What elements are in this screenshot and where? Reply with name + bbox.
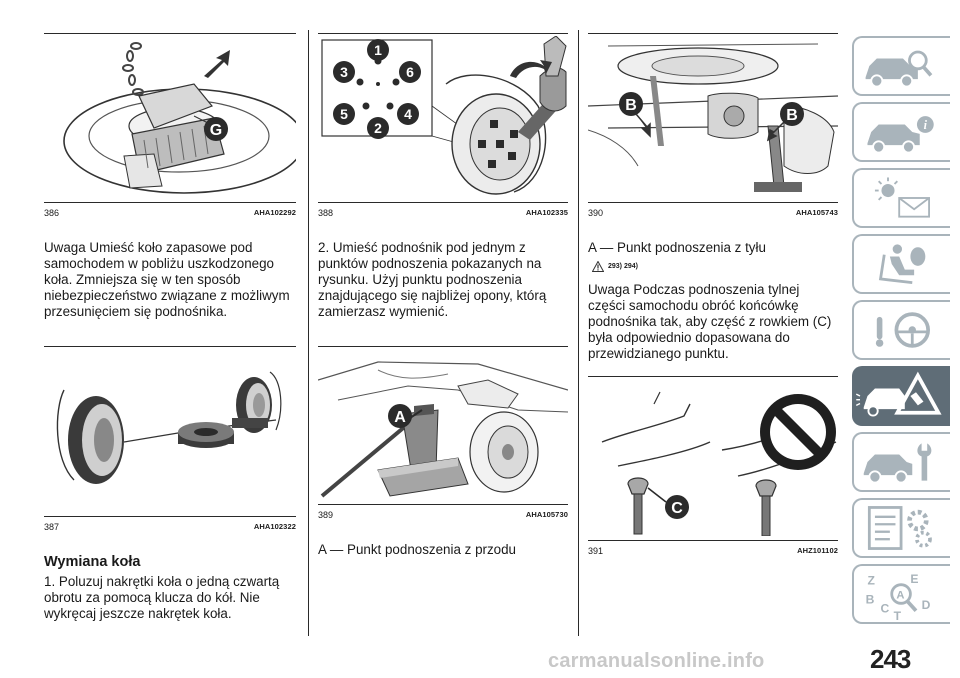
svg-text:E: E: [910, 572, 918, 586]
warning-references: 293) 294): [592, 261, 638, 272]
figure-388-bolt-loosening-order: 1 6 4 2 5 3: [318, 36, 568, 198]
figure-caption: 386 AHA102292: [44, 208, 296, 218]
tab-maintenance[interactable]: [852, 432, 950, 492]
front-jack-caption: A — Punkt podnoszenia z przodu: [318, 542, 517, 557]
svg-text:D: D: [922, 598, 931, 612]
figure-caption: 391 AHZ101102: [588, 546, 838, 556]
label-b-right: B: [786, 107, 798, 124]
figure-code: AHA102335: [525, 208, 568, 217]
tab-safety[interactable]: [852, 234, 950, 294]
document-gears-icon: [867, 506, 932, 550]
figure-number: 387: [44, 522, 60, 532]
label-c: C: [671, 500, 683, 517]
car-warning-triangle-icon: [855, 371, 942, 417]
step-2: 2. Umieść podnośnik pod jednym z punktów…: [318, 240, 547, 319]
figure-caption: 390 AHA105743: [588, 208, 838, 218]
label-6: 6: [406, 64, 414, 80]
figure-number: 390: [588, 208, 604, 218]
tab-emergency[interactable]: [852, 366, 950, 426]
light-envelope-icon: [874, 177, 930, 218]
caption-rule: [318, 504, 568, 505]
car-magnifier-icon: [865, 50, 933, 88]
figure-number: 391: [588, 546, 604, 556]
alphabet-magnifier-icon: Z E B D CT A: [866, 572, 931, 622]
label-b-left: B: [625, 97, 637, 114]
label-3: 3: [340, 64, 348, 80]
figure-386-spare-wheel-chain: G: [44, 36, 296, 198]
label-g: G: [210, 122, 222, 139]
label-2: 2: [374, 120, 382, 136]
note-rear-lifting: Uwaga Podczas podnoszenia tylnej części …: [588, 282, 832, 361]
svg-text:C: C: [881, 602, 890, 616]
page-number: 243: [870, 644, 911, 674]
figure-caption: 387 AHA102322: [44, 522, 296, 532]
figure-caption: 389 AHA105730: [318, 510, 568, 520]
figure-caption: 388 AHA102335: [318, 208, 568, 218]
tab-lights-messages[interactable]: [852, 168, 950, 228]
svg-text:A: A: [896, 590, 904, 602]
caption-rule: [588, 540, 838, 541]
tab-car-info[interactable]: [852, 36, 950, 96]
figure-389-front-jack-point: A: [318, 350, 568, 506]
figure-top-rule: [44, 346, 296, 347]
section-heading: Wymiana koła: [44, 554, 141, 570]
steering-wheel-icon: [875, 312, 930, 348]
tab-technical-data[interactable]: [852, 498, 950, 558]
figure-top-rule: [588, 376, 838, 377]
svg-text:B: B: [866, 592, 875, 606]
label-1: 1: [374, 42, 382, 58]
seat-airbag-icon: [878, 244, 926, 285]
label-a: A: [394, 409, 406, 426]
column-divider: [308, 30, 309, 636]
figure-code: AHA102292: [253, 208, 296, 217]
figure-top-rule: [44, 33, 296, 34]
caption-rule: [318, 202, 568, 203]
figure-code: AHA102322: [253, 522, 296, 531]
warning-triangle-icon: [592, 261, 604, 272]
svg-text:T: T: [894, 609, 902, 622]
tab-dashboard-info[interactable]: i: [852, 102, 950, 162]
step-1: 1. Poluzuj nakrętki koła o jedną czwartą…: [44, 574, 280, 621]
figure-390-rear-jack-points: B B: [588, 36, 838, 198]
svg-text:i: i: [924, 118, 928, 132]
note-spare-wheel: Uwaga Umieść koło zapasowe pod samochode…: [44, 240, 290, 319]
figure-top-rule: [318, 346, 568, 347]
figure-top-rule: [588, 33, 838, 34]
reference-numbers: 293) 294): [608, 263, 638, 270]
car-info-icon: i: [867, 116, 934, 154]
svg-text:Z: Z: [867, 574, 875, 588]
figure-391-jack-head-orientation: C: [588, 380, 838, 536]
caption-rule: [44, 202, 296, 203]
figure-number: 386: [44, 208, 60, 218]
figure-387-wheel-under-car: [44, 350, 296, 512]
figure-number: 389: [318, 510, 334, 520]
watermark: carmanualsonline.info: [548, 650, 765, 672]
car-wrench-icon: [863, 443, 932, 484]
figure-code: AHA105730: [525, 510, 568, 519]
label-4: 4: [404, 106, 412, 122]
figure-code: AHZ101102: [797, 546, 838, 555]
figure-number: 388: [318, 208, 334, 218]
caption-rule: [44, 516, 296, 517]
caption-rule: [588, 202, 838, 203]
figure-code: AHA105743: [795, 208, 838, 217]
rear-jack-caption: A — Punkt podnoszenia z tyłu: [588, 240, 766, 255]
label-5: 5: [340, 106, 348, 122]
figure-top-rule: [318, 33, 568, 34]
tab-driving[interactable]: [852, 300, 950, 360]
column-divider: [578, 30, 579, 636]
